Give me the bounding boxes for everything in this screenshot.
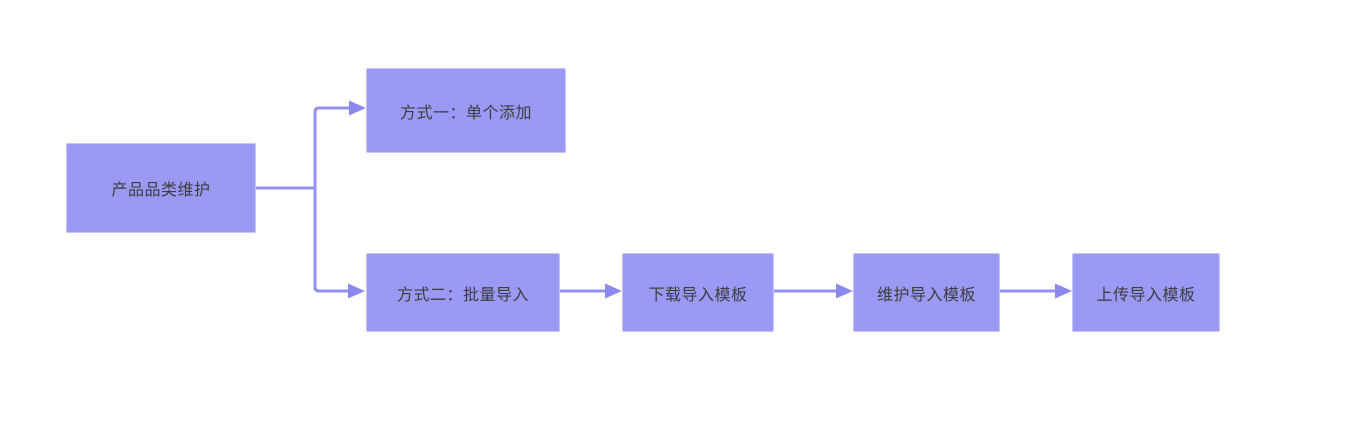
connector-branch-up <box>313 106 349 188</box>
node-method-two-batch-import[interactable]: 方式二：批量导入 <box>366 253 560 332</box>
node-method-one-single-add[interactable]: 方式一：单个添加 <box>366 68 566 153</box>
node-label: 维护导入模板 <box>876 286 976 304</box>
node-label: 上传导入模板 <box>1096 286 1196 304</box>
arrowhead-upload-icon <box>1055 283 1072 299</box>
connector-branch-down <box>313 188 348 293</box>
arrowhead-method2-icon <box>348 283 365 299</box>
node-download-import-template[interactable]: 下载导入模板 <box>622 253 774 332</box>
node-label: 下载导入模板 <box>648 286 748 304</box>
arrowhead-maintain-icon <box>836 283 853 299</box>
node-label: 方式二：批量导入 <box>396 286 529 304</box>
node-upload-import-template[interactable]: 上传导入模板 <box>1072 253 1220 332</box>
node-product-category-maintenance[interactable]: 产品品类维护 <box>66 143 256 233</box>
node-label: 产品品类维护 <box>111 182 211 199</box>
node-maintain-import-template[interactable]: 维护导入模板 <box>853 253 1000 332</box>
arrowhead-download-icon <box>605 283 622 299</box>
node-label: 方式一：单个添加 <box>399 104 532 122</box>
arrowhead-method1-icon <box>349 100 366 116</box>
